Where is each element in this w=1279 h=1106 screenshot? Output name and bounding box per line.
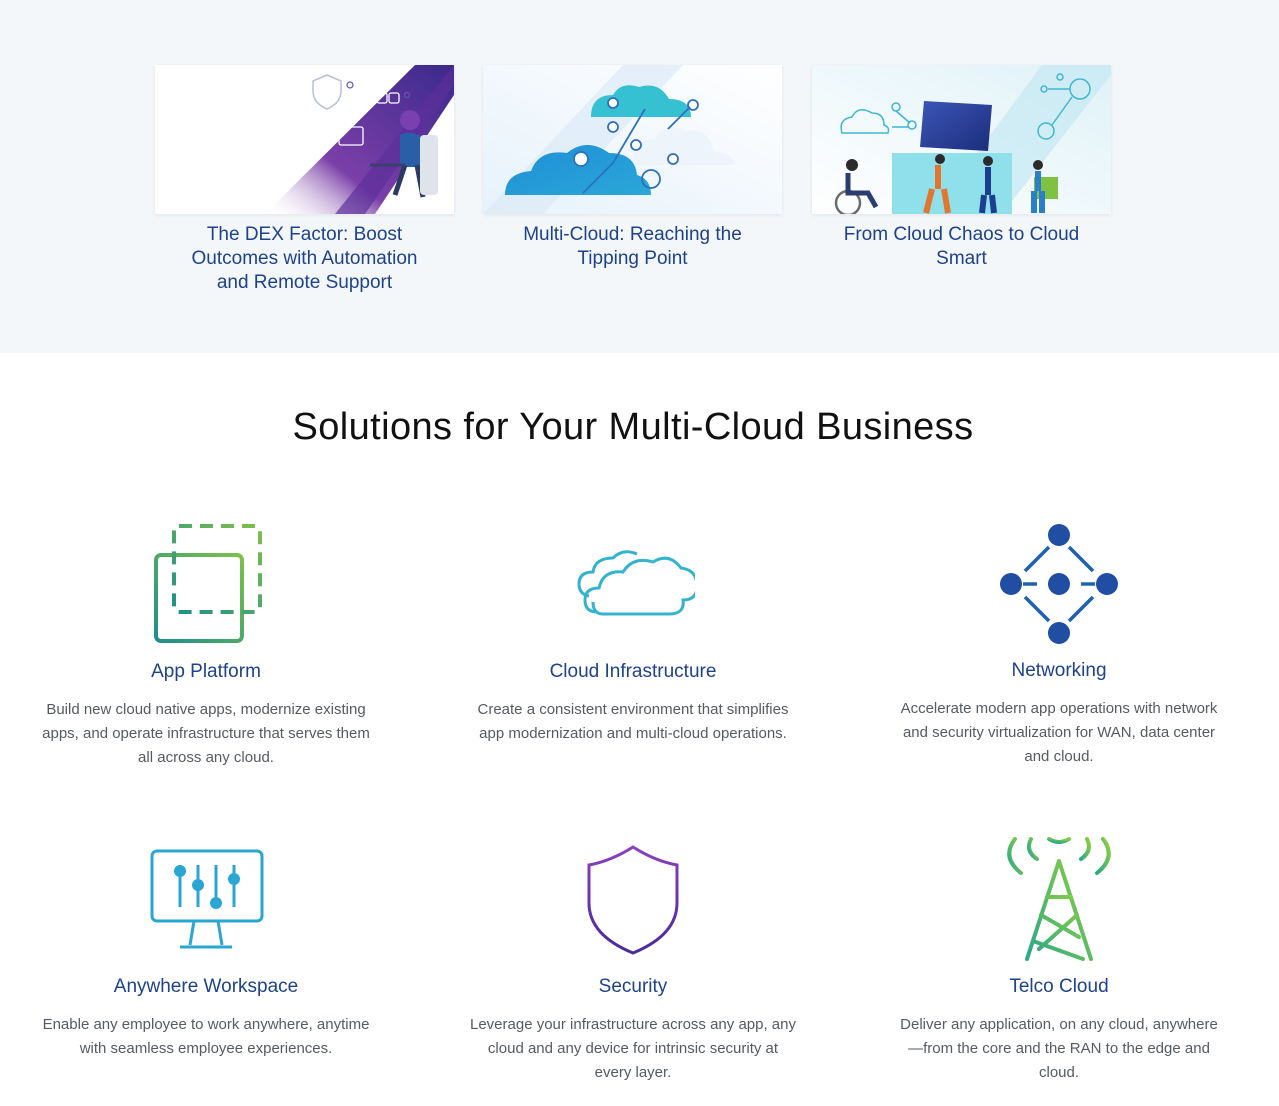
shield-icon [571, 837, 695, 961]
antenna-tower-icon [997, 837, 1121, 961]
clouds-illustration-icon [483, 65, 782, 214]
solution-cloud-infrastructure[interactable]: Cloud Infrastructure Create a consistent… [463, 522, 803, 746]
solution-telco-cloud[interactable]: Telco Cloud Deliver any application, on … [889, 837, 1229, 1085]
network-nodes-icon [997, 521, 1121, 645]
solution-title[interactable]: Telco Cloud [1009, 976, 1109, 997]
solution-description: Enable any employee to work anywhere, an… [42, 1016, 370, 1057]
solution-description: Leverage your infrastructure across any … [469, 1016, 796, 1081]
featured-card-title[interactable]: From Cloud Chaos to Cloud Smart [843, 224, 1080, 269]
solutions-heading: Solutions for Your Multi-Cloud Business [292, 406, 974, 448]
featured-band: The DEX Factor: Boost Outcomes with Auto… [0, 0, 1279, 353]
featured-card-title[interactable]: The DEX Factor: Boost Outcomes with Auto… [191, 224, 418, 293]
featured-card-image[interactable] [812, 65, 1111, 214]
solution-title[interactable]: Anywhere Workspace [113, 976, 299, 997]
solution-title[interactable]: Cloud Infrastructure [549, 661, 717, 682]
solution-title[interactable]: Networking [1011, 660, 1107, 681]
monitor-sliders-icon [144, 837, 268, 961]
solution-title[interactable]: Security [598, 976, 668, 997]
solution-networking[interactable]: Networking Accelerate modern app operati… [889, 521, 1229, 769]
solution-description: Create a consistent environment that sim… [477, 701, 789, 742]
solution-app-platform[interactable]: App Platform Build new cloud native apps… [36, 522, 376, 770]
featured-card-dex[interactable]: The DEX Factor: Boost Outcomes with Auto… [155, 65, 454, 295]
solution-title[interactable]: App Platform [151, 661, 261, 682]
featured-card-image[interactable] [155, 65, 454, 214]
featured-card-title[interactable]: Multi-Cloud: Reaching the Tipping Point [523, 224, 742, 269]
solution-description: Deliver any application, on any cloud, a… [900, 1016, 1218, 1081]
team-lifting-illustration-icon [812, 65, 1111, 214]
dex-illustration-icon [155, 65, 454, 214]
featured-card-image[interactable] [483, 65, 782, 214]
solution-security[interactable]: Security Leverage your infrastructure ac… [463, 837, 803, 1085]
solution-description: Build new cloud native apps, modernize e… [42, 701, 370, 766]
featured-card-cloud-smart[interactable]: From Cloud Chaos to Cloud Smart [812, 65, 1111, 271]
featured-card-multicloud[interactable]: Multi-Cloud: Reaching the Tipping Point [483, 65, 782, 271]
cloud-icon [571, 522, 695, 646]
solution-anywhere-workspace[interactable]: Anywhere Workspace Enable any employee t… [36, 837, 376, 1061]
overlapping-squares-icon [144, 522, 268, 646]
solution-description: Accelerate modern app operations with ne… [900, 700, 1218, 765]
